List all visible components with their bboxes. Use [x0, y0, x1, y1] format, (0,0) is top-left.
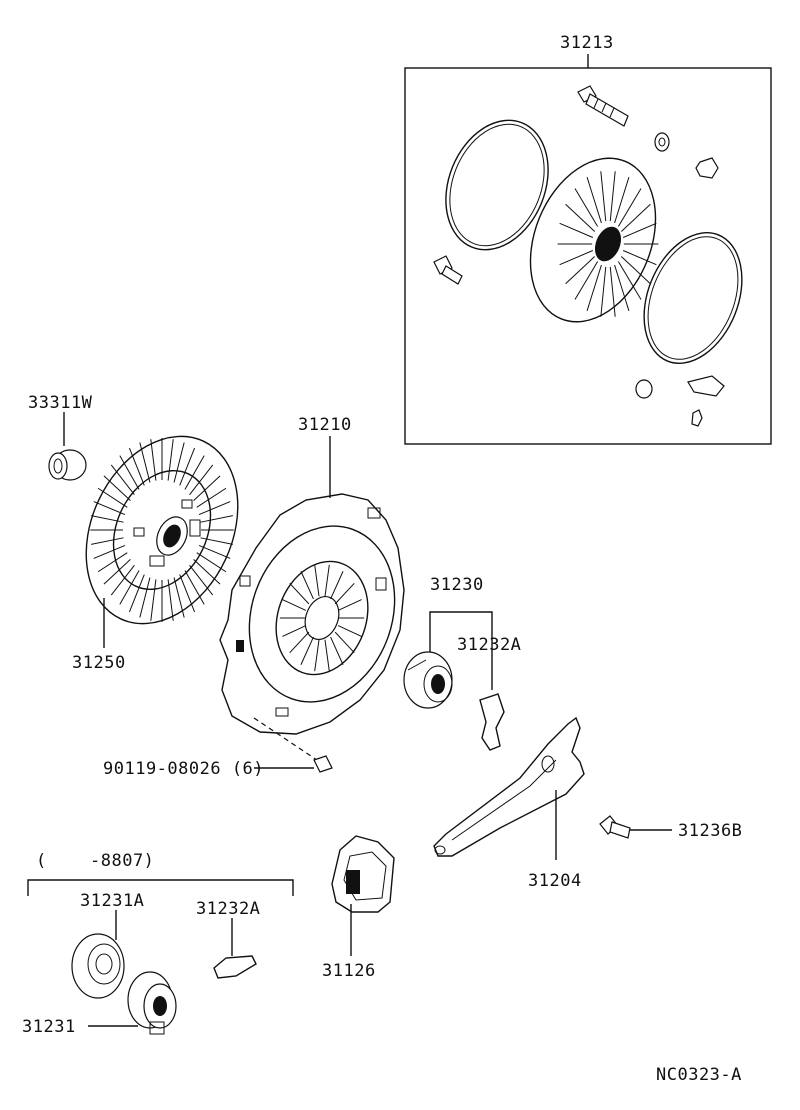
- label-31230[interactable]: 31230: [430, 575, 484, 595]
- release-hub-icon: [127, 971, 177, 1035]
- label-90119-08026[interactable]: 90119-08026 (6): [103, 759, 264, 779]
- pivot-stud-icon: [599, 815, 631, 839]
- bearing-clip-icon: [479, 693, 505, 751]
- clutch-kit-box: 31213: [404, 33, 772, 445]
- drawing-code: NC0323-A: [656, 1065, 742, 1085]
- kit-spacer-icon: [635, 379, 653, 399]
- kit-seal-ring-left: [445, 119, 549, 251]
- pressure-plate-cover-icon: [219, 493, 405, 735]
- label-31231[interactable]: 31231: [22, 1017, 76, 1037]
- release-bearing-icon: [403, 651, 453, 709]
- label-31232a-bottom[interactable]: 31232A: [196, 899, 260, 919]
- kit-screw-icon: [691, 409, 703, 427]
- label-31231a[interactable]: 31231A: [80, 891, 144, 911]
- pilot-bearing-icon: [48, 449, 87, 481]
- label-31250[interactable]: 31250: [72, 653, 126, 673]
- label-33311w[interactable]: 33311W: [28, 393, 93, 413]
- kit-bushing-icon: [654, 132, 670, 152]
- release-fork-icon: [433, 716, 585, 857]
- hub-clip-icon: [213, 955, 257, 979]
- clutch-disc-icon: [85, 435, 239, 625]
- cover-bolt-icon: [313, 755, 333, 773]
- kit-seal-ring-right: [643, 232, 743, 364]
- label-31213[interactable]: 31213: [560, 33, 614, 53]
- kit-clip-icon: [687, 375, 725, 397]
- date-range-note: -8807): [90, 851, 154, 871]
- label-31232a-top[interactable]: 31232A: [457, 635, 521, 655]
- label-31204[interactable]: 31204: [528, 871, 582, 891]
- kit-diaphragm-disc: [529, 157, 659, 323]
- kit-bolt-icon: [577, 85, 629, 127]
- release-fork-boot-icon: [331, 835, 395, 913]
- label-31210[interactable]: 31210: [298, 415, 352, 435]
- date-range-open: (: [36, 851, 47, 871]
- release-bearing-hub-icon: [71, 933, 125, 999]
- label-31236b[interactable]: 31236B: [678, 821, 742, 841]
- kit-nut-icon: [695, 157, 719, 179]
- kit-pivot-stud-icon: [433, 255, 463, 285]
- label-31126[interactable]: 31126: [322, 961, 376, 981]
